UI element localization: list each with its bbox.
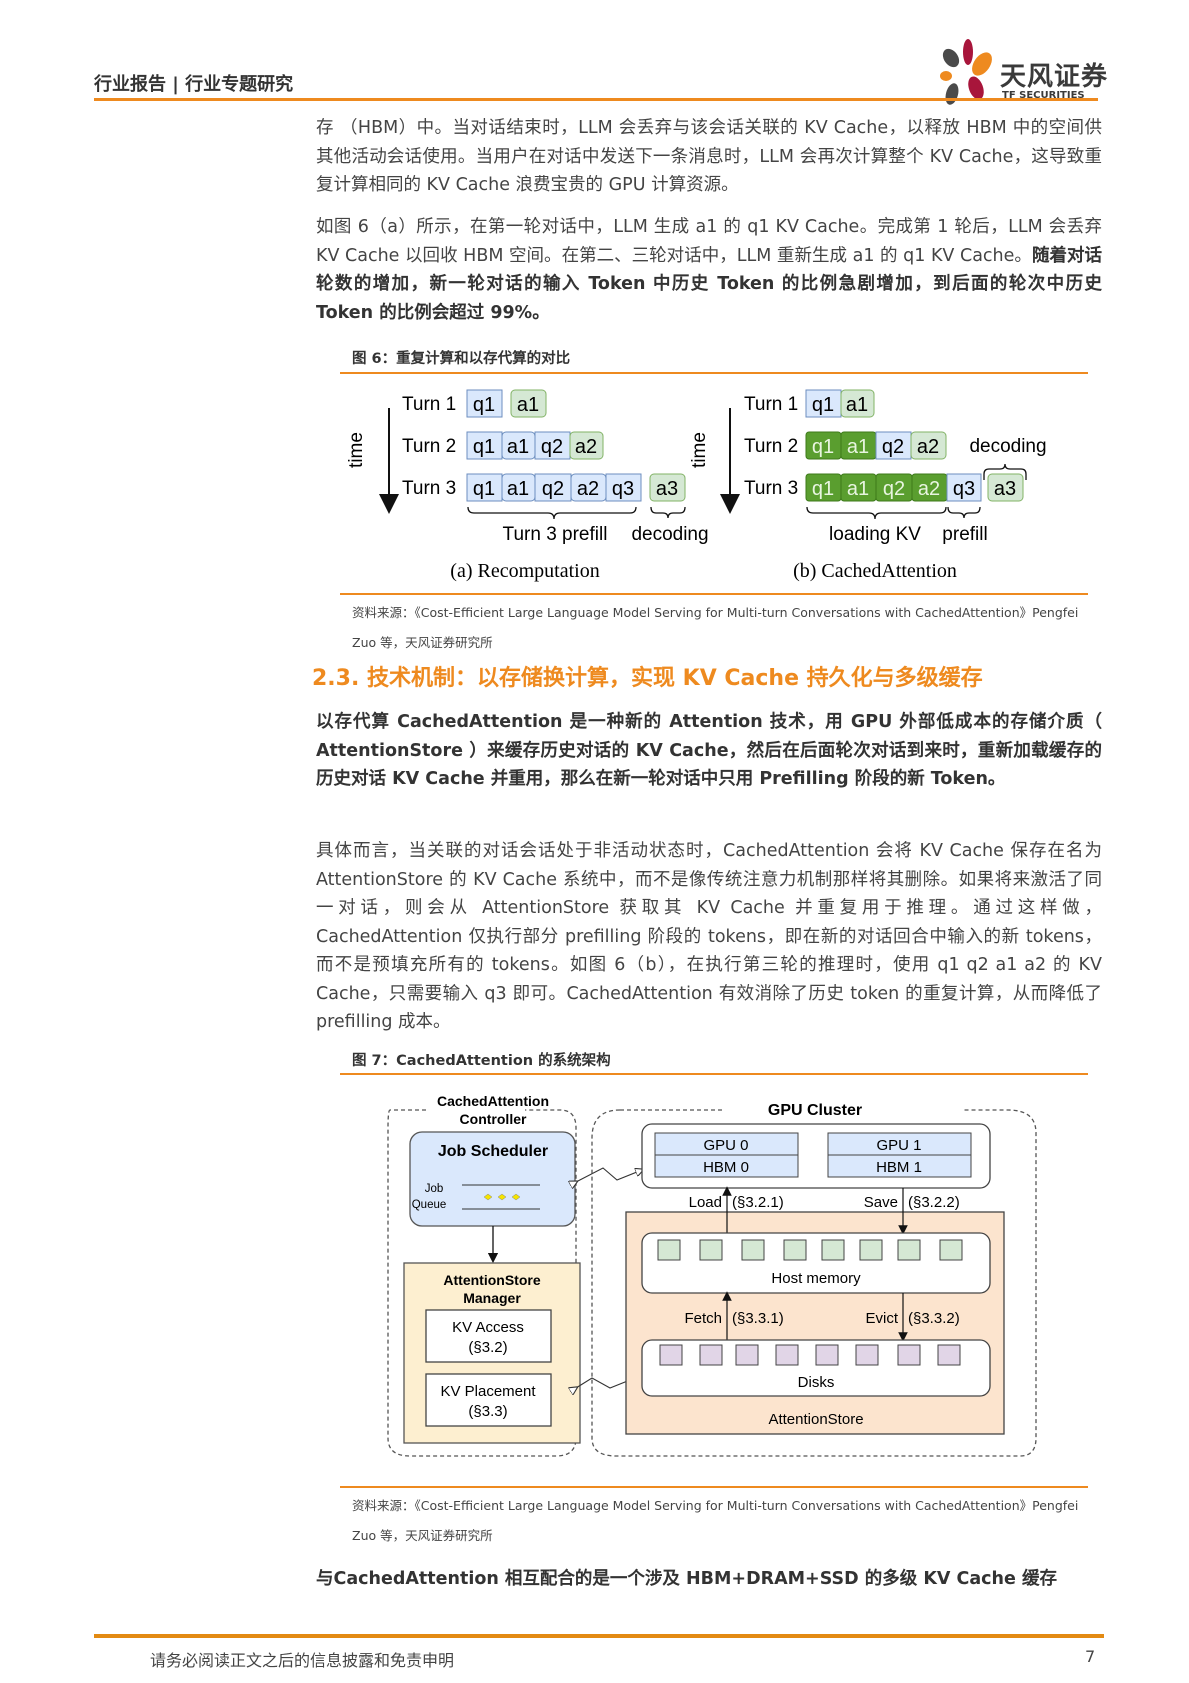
svg-text:q3: q3 <box>953 478 975 500</box>
svg-text:prefill: prefill <box>942 524 987 545</box>
svg-text:Turn 2: Turn 2 <box>744 436 798 457</box>
svg-text:a1: a1 <box>507 436 529 458</box>
svg-text:a2: a2 <box>917 436 939 458</box>
svg-text:HBM 0: HBM 0 <box>703 1159 749 1176</box>
paragraph-hbm: 存 （HBM）中。当对话结束时，LLM 会丢弃与该会话关联的 KV Cache，… <box>316 118 1102 195</box>
svg-text:(b) CachedAttention: (b) CachedAttention <box>793 560 957 582</box>
svg-text:a2: a2 <box>577 478 599 500</box>
svg-text:q1: q1 <box>473 478 495 500</box>
paragraph-cachedattention-detail: 具体而言，当关联的对话会话处于非活动状态时，CachedAttention 会将… <box>316 841 1102 1032</box>
svg-text:KV Access: KV Access <box>452 1319 524 1336</box>
svg-text:HBM 1: HBM 1 <box>876 1159 922 1176</box>
svg-text:GPU Cluster: GPU Cluster <box>768 1102 862 1119</box>
svg-text:(§3.3.1): (§3.3.1) <box>732 1310 784 1327</box>
paragraph-cachedattention-intro: 以存代算 CachedAttention 是一种新的 Attention 技术，… <box>316 712 1102 789</box>
figure7-top-rule <box>340 1073 1088 1075</box>
figure7-architecture-diagram: CachedAttention Controller Job Scheduler… <box>387 1093 1037 1457</box>
cachedattention-panel: time Turn 1 Turn 2 Turn 3 q1 a1 q1 a1 q2… <box>689 389 1047 582</box>
svg-text:q1: q1 <box>812 478 834 500</box>
svg-text:GPU 0: GPU 0 <box>703 1137 748 1154</box>
paragraph-multilevel-cache: 与CachedAttention 相互配合的是一个涉及 HBM+DRAM+SSD… <box>316 1569 1057 1589</box>
petal-logo-icon <box>940 39 992 105</box>
svg-text:Job: Job <box>425 1183 444 1195</box>
svg-text:q2: q2 <box>883 478 905 500</box>
svg-text:Evict: Evict <box>865 1310 898 1327</box>
svg-text:(§3.2.1): (§3.2.1) <box>732 1194 784 1211</box>
svg-text:(§3.2.2): (§3.2.2) <box>908 1194 960 1211</box>
svg-text:decoding: decoding <box>631 524 708 545</box>
svg-text:AttentionStore: AttentionStore <box>768 1411 863 1428</box>
svg-text:Turn 3: Turn 3 <box>744 478 798 499</box>
section-heading-2-3: 2.3. 技术机制：以存储换计算，实现 KV Cache 持久化与多级缓存 <box>312 666 983 691</box>
svg-text:decoding: decoding <box>969 436 1046 457</box>
svg-text:Load: Load <box>689 1194 722 1211</box>
recomputation-panel: time Turn 1 Turn 2 Turn 3 q1 a1 q1 a1 q2… <box>346 389 709 582</box>
svg-text:time: time <box>689 432 710 468</box>
paragraph-recompute-emphasis: 随着对话轮数的增加，新一轮对话的输入 Token 中历史 Token 的比例急剧… <box>316 245 1103 323</box>
svg-text:q1: q1 <box>473 394 495 416</box>
svg-text:q1: q1 <box>812 436 834 458</box>
company-logo: 天风证券 TF SECURITIES <box>938 38 1108 106</box>
footer-disclaimer: 请务必阅读正文之后的信息披露和免责申明 <box>150 1651 455 1670</box>
paragraph-recompute-text: 如图 6（a）所示，在第一轮对话中，LLM 生成 a1 的 q1 KV Cach… <box>316 217 1102 266</box>
svg-text:a3: a3 <box>994 478 1016 500</box>
svg-text:CachedAttention: CachedAttention <box>437 1093 549 1109</box>
svg-text:Controller: Controller <box>460 1111 527 1127</box>
svg-text:q1: q1 <box>812 394 834 416</box>
svg-text:a1: a1 <box>517 394 539 416</box>
svg-text:AttentionStore: AttentionStore <box>443 1272 540 1288</box>
svg-text:q2: q2 <box>542 478 564 500</box>
header-divider <box>94 98 1098 101</box>
svg-text:Disks: Disks <box>798 1374 835 1391</box>
page-number: 7 <box>1085 1647 1096 1666</box>
svg-text:Turn 3 prefill: Turn 3 prefill <box>503 524 608 545</box>
svg-text:a2: a2 <box>918 478 940 500</box>
svg-text:(§3.2): (§3.2) <box>468 1339 507 1356</box>
figure6-title: 图 6：重复计算和以存代算的对比 <box>352 351 571 367</box>
paragraph-recompute: 如图 6（a）所示，在第一轮对话中，LLM 生成 a1 的 q1 KV Cach… <box>316 213 1102 327</box>
svg-text:Queue: Queue <box>412 1199 447 1211</box>
svg-text:a2: a2 <box>575 436 597 458</box>
figure7-bottom-rule <box>340 1486 1088 1488</box>
svg-text:(§3.3): (§3.3) <box>468 1403 507 1420</box>
svg-text:a1: a1 <box>846 394 868 416</box>
svg-text:Save: Save <box>864 1194 898 1211</box>
svg-text:a3: a3 <box>656 478 678 500</box>
svg-text:Turn 1: Turn 1 <box>402 394 456 415</box>
svg-text:q3: q3 <box>612 478 634 500</box>
svg-text:(a) Recomputation: (a) Recomputation <box>450 560 599 582</box>
figure6-top-rule <box>340 372 1088 374</box>
footer-divider <box>94 1634 1104 1638</box>
svg-text:Host memory: Host memory <box>771 1270 861 1287</box>
logo-english-name: TF SECURITIES <box>1002 90 1085 101</box>
figure7-title: 图 7：CachedAttention 的系统架构 <box>352 1053 611 1069</box>
svg-text:Turn 1: Turn 1 <box>744 394 798 415</box>
svg-text:Manager: Manager <box>463 1290 521 1306</box>
svg-text:q2: q2 <box>882 436 904 458</box>
svg-text:Turn 2: Turn 2 <box>402 436 456 457</box>
figure6-bottom-rule <box>340 593 1088 595</box>
svg-text:(§3.3.2): (§3.3.2) <box>908 1310 960 1327</box>
logo-chinese-name: 天风证券 <box>1000 62 1109 92</box>
time-axis-label: time <box>346 432 367 468</box>
figure7-source: 资料来源：《Cost-Efficient Large Language Mode… <box>352 1498 1079 1543</box>
report-category: 行业报告 | 行业专题研究 <box>94 74 294 95</box>
svg-text:loading KV: loading KV <box>829 524 921 545</box>
svg-text:q1: q1 <box>473 436 495 458</box>
figure6-source: 资料来源：《Cost-Efficient Large Language Mode… <box>352 605 1079 650</box>
svg-text:a1: a1 <box>847 478 869 500</box>
svg-text:q2: q2 <box>541 436 563 458</box>
svg-text:Turn 3: Turn 3 <box>402 478 456 499</box>
svg-text:a1: a1 <box>847 436 869 458</box>
svg-text:KV Placement: KV Placement <box>440 1383 536 1400</box>
svg-text:a1: a1 <box>507 478 529 500</box>
svg-text:GPU 1: GPU 1 <box>876 1137 921 1154</box>
svg-text:Fetch: Fetch <box>684 1310 722 1327</box>
svg-text:Job Scheduler: Job Scheduler <box>438 1143 548 1160</box>
figure6-diagram: time Turn 1 Turn 2 Turn 3 q1 a1 q1 a1 q2… <box>346 389 1047 582</box>
